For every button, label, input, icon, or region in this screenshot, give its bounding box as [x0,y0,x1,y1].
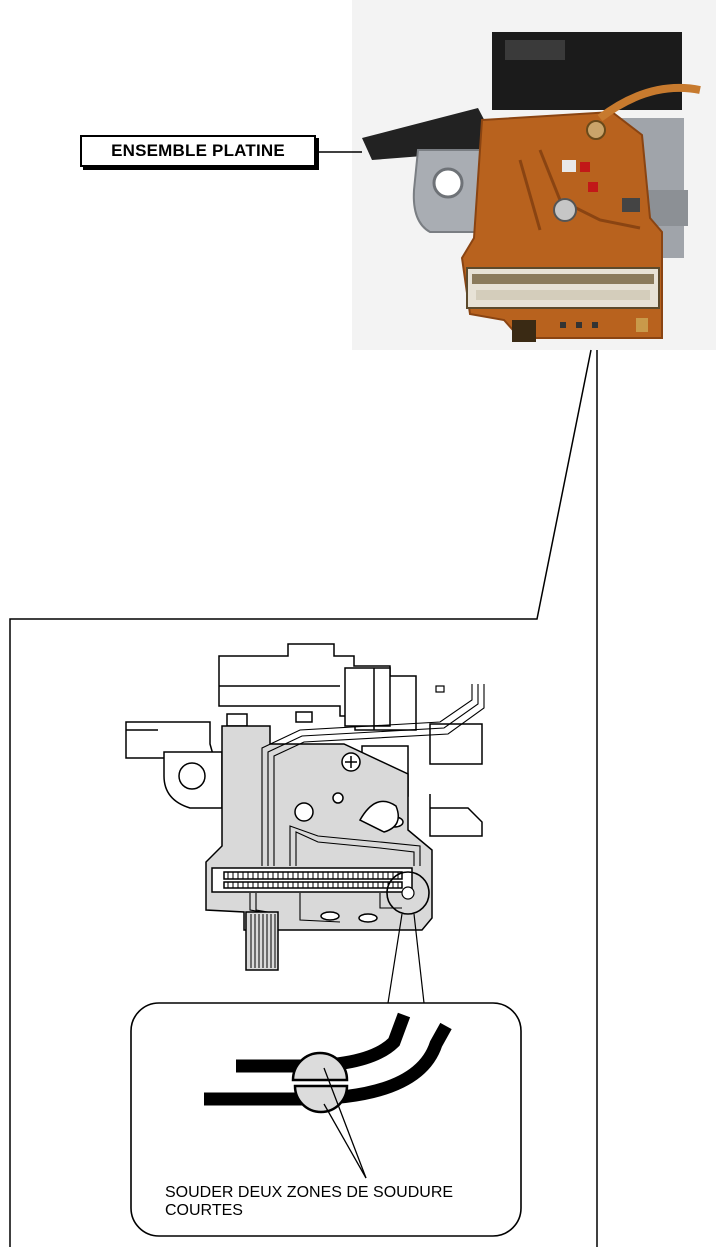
photo-mount-hole [432,167,464,199]
solder-detail [204,1012,452,1179]
assembly-label: ENSEMBLE PLATINE [80,135,316,167]
solder-instruction: SOUDER DEUX ZONES DE SOUDURE COURTES [165,1184,525,1220]
solder-instruction-line2: COURTES [165,1202,243,1219]
photo-pickup-assembly [352,0,716,350]
diagram-mount-hole [178,762,206,790]
line-diagram [125,643,483,971]
photo-screw [586,120,606,140]
diagram-traces [249,684,485,923]
solder-point-marker [386,871,430,915]
diagram-connector-pins [227,872,399,888]
solder-zone-upper [291,1051,349,1082]
callout-frame [9,349,592,1247]
photo-left-arm [362,108,500,160]
diagram-ribbon-lines [250,914,276,968]
solder-instruction-line1: SOUDER DEUX ZONES DE SOUDURE [165,1184,454,1201]
